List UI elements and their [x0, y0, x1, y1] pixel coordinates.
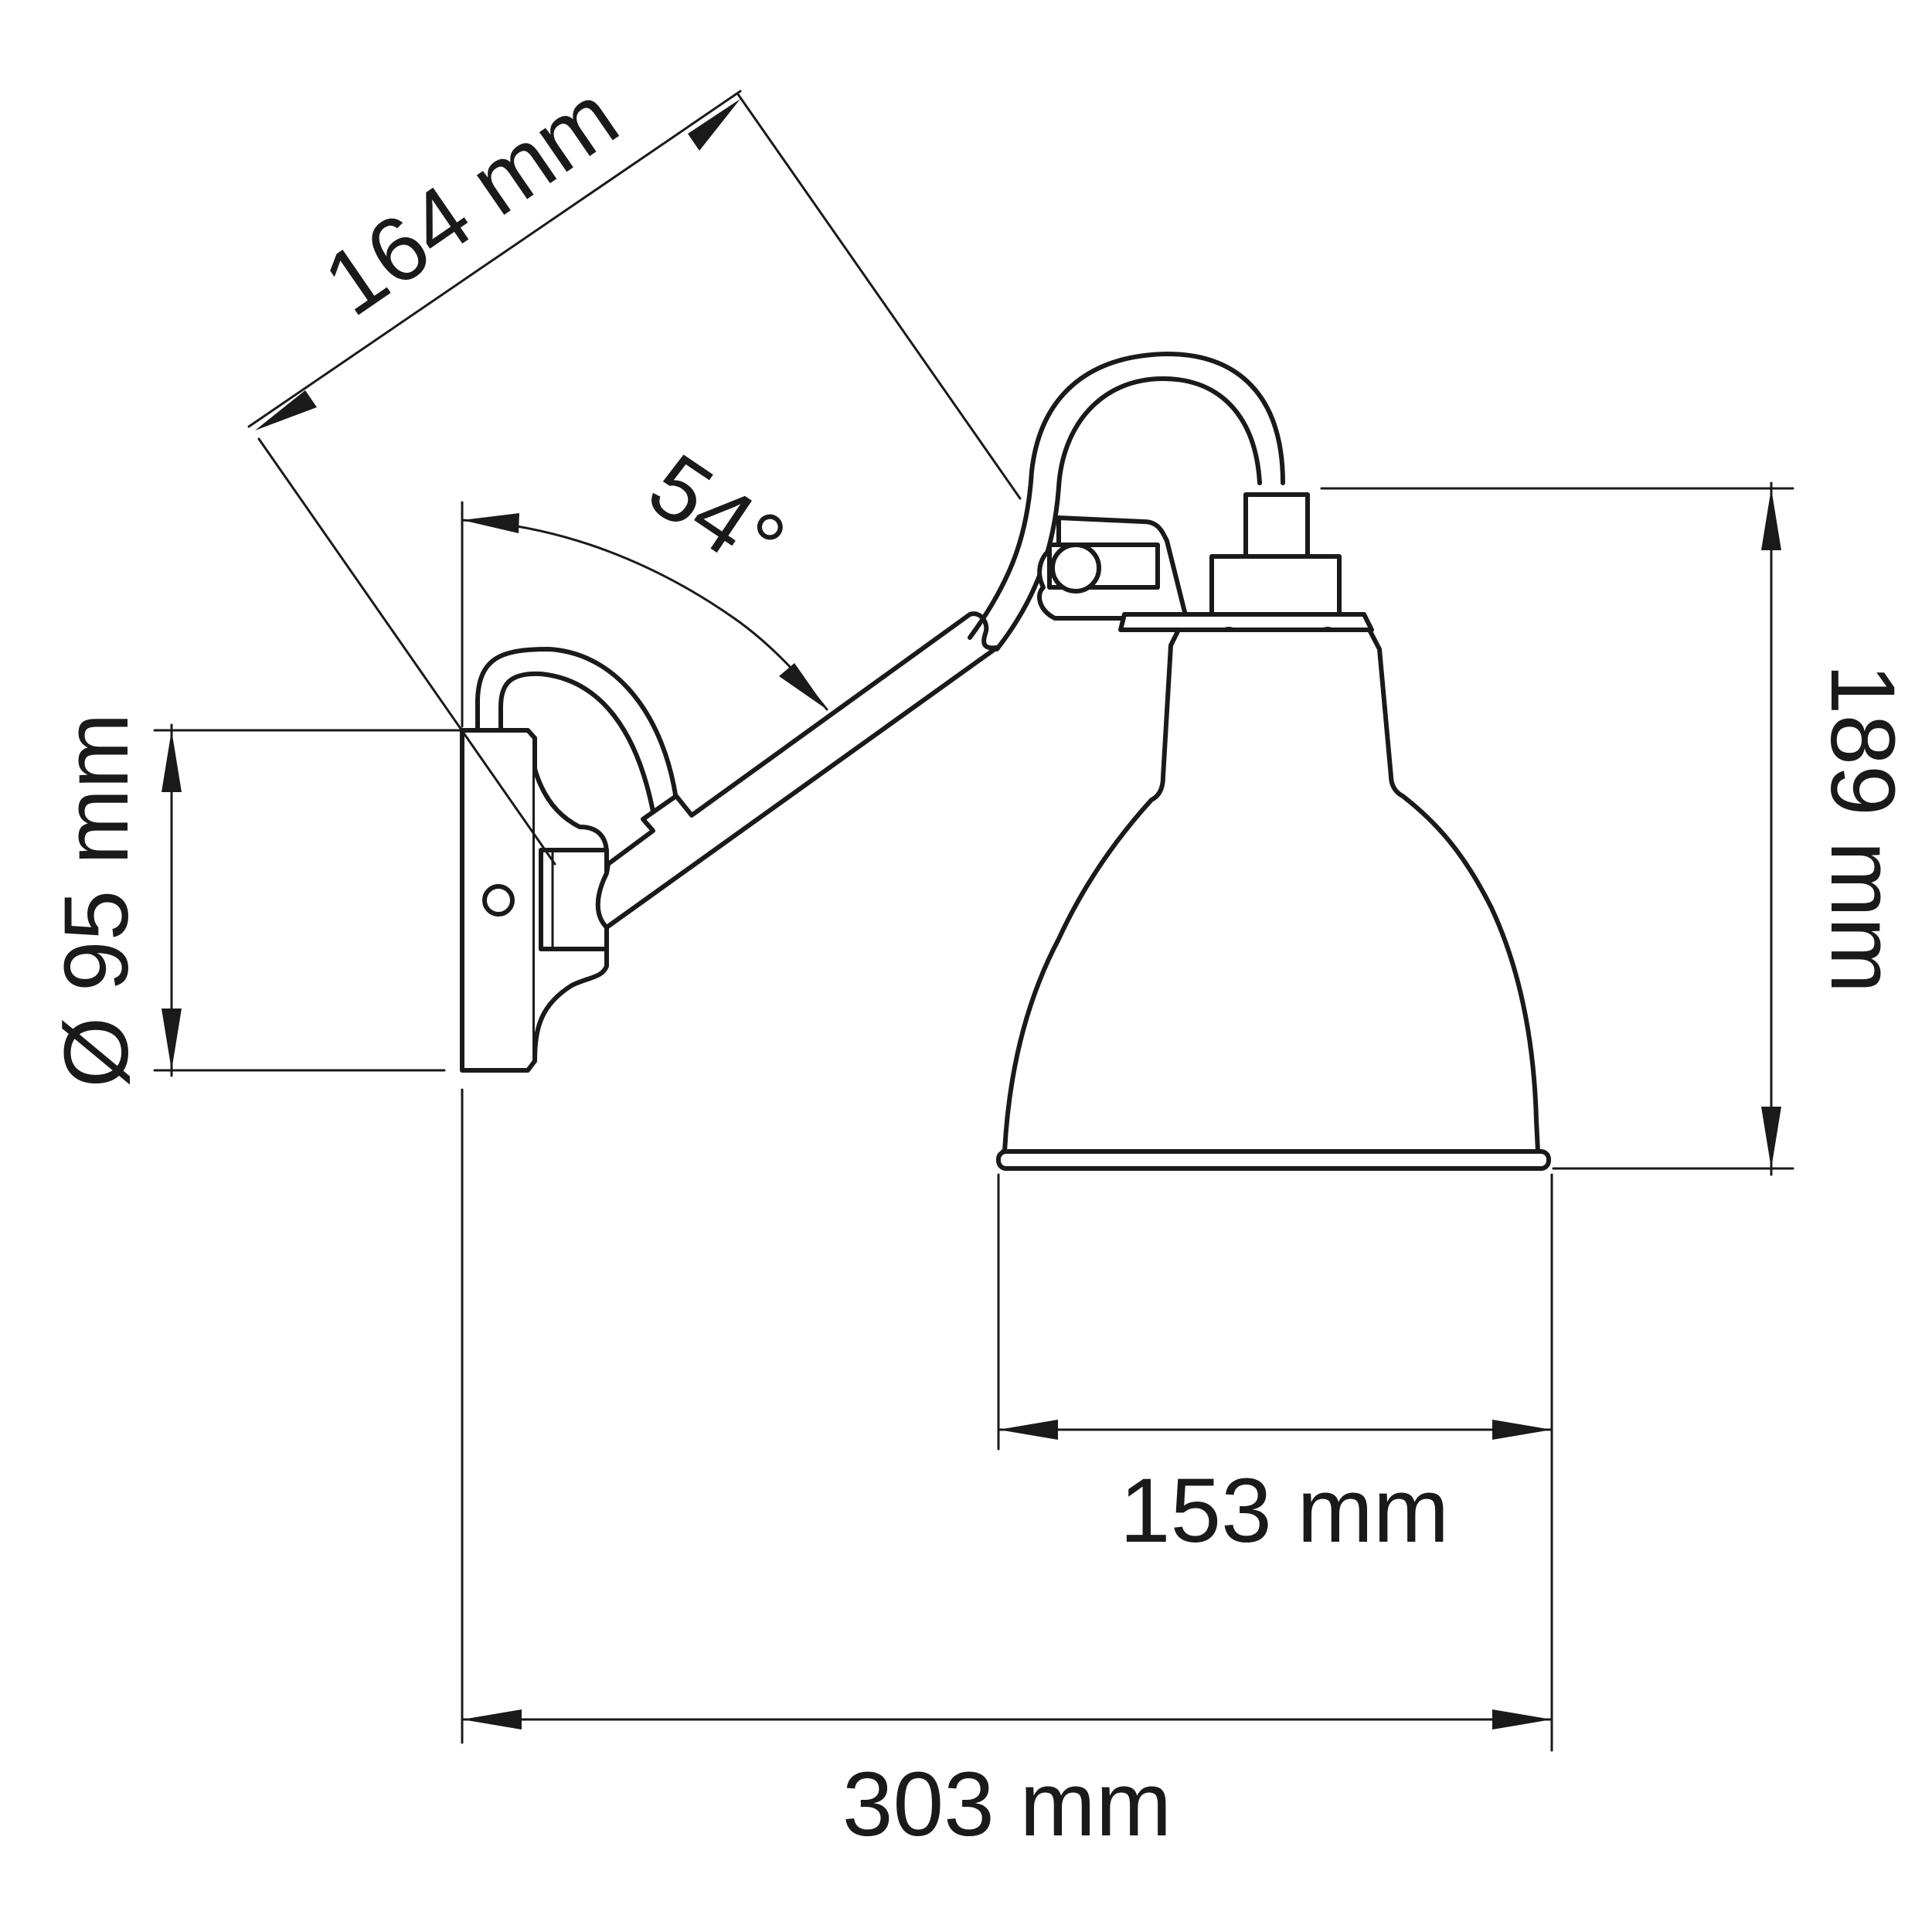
arrow-start-icon	[462, 513, 519, 533]
arrow-up-icon	[162, 730, 182, 792]
wall-base	[460, 728, 609, 1073]
dimension-arm-angle: 54°	[461, 434, 828, 728]
arrow-start-icon	[255, 390, 317, 430]
lamp-shade	[996, 628, 1551, 1171]
dimension-height: 189 mm	[1320, 481, 1913, 1176]
base-diameter-label: Ø 95 mm	[46, 713, 148, 1087]
shade-diameter-label: 153 mm	[1120, 1460, 1449, 1562]
arrow-down-icon	[1761, 1107, 1781, 1168]
width-overall-label: 303 mm	[842, 1753, 1172, 1855]
dimension-arm-length: 164 mm	[247, 65, 1022, 866]
arrow-up-icon	[1761, 488, 1781, 550]
height-label: 189 mm	[1811, 664, 1913, 993]
shade-rim	[996, 1149, 1551, 1171]
arrow-left-icon	[462, 1709, 522, 1730]
wall-lamp	[460, 352, 1551, 1171]
arrow-right-icon	[1492, 1709, 1552, 1730]
dimension-width-overall: 303 mm	[461, 1088, 1553, 1855]
dimension-base-diameter: Ø 95 mm	[46, 713, 461, 1088]
arrow-left-icon	[998, 1420, 1058, 1440]
arrow-end-icon	[688, 99, 740, 151]
arrow-down-icon	[162, 1009, 182, 1070]
shade-joint	[1037, 515, 1189, 621]
wall-bracket	[475, 647, 679, 814]
lamp-arm	[595, 611, 999, 930]
arm-length-label: 164 mm	[306, 65, 635, 335]
arrow-end-icon	[779, 663, 827, 709]
dimension-shade-diameter: 153 mm	[997, 1173, 1553, 1562]
mounting-screw-icon	[482, 884, 515, 917]
arrow-right-icon	[1492, 1420, 1552, 1440]
socket	[1209, 492, 1342, 621]
